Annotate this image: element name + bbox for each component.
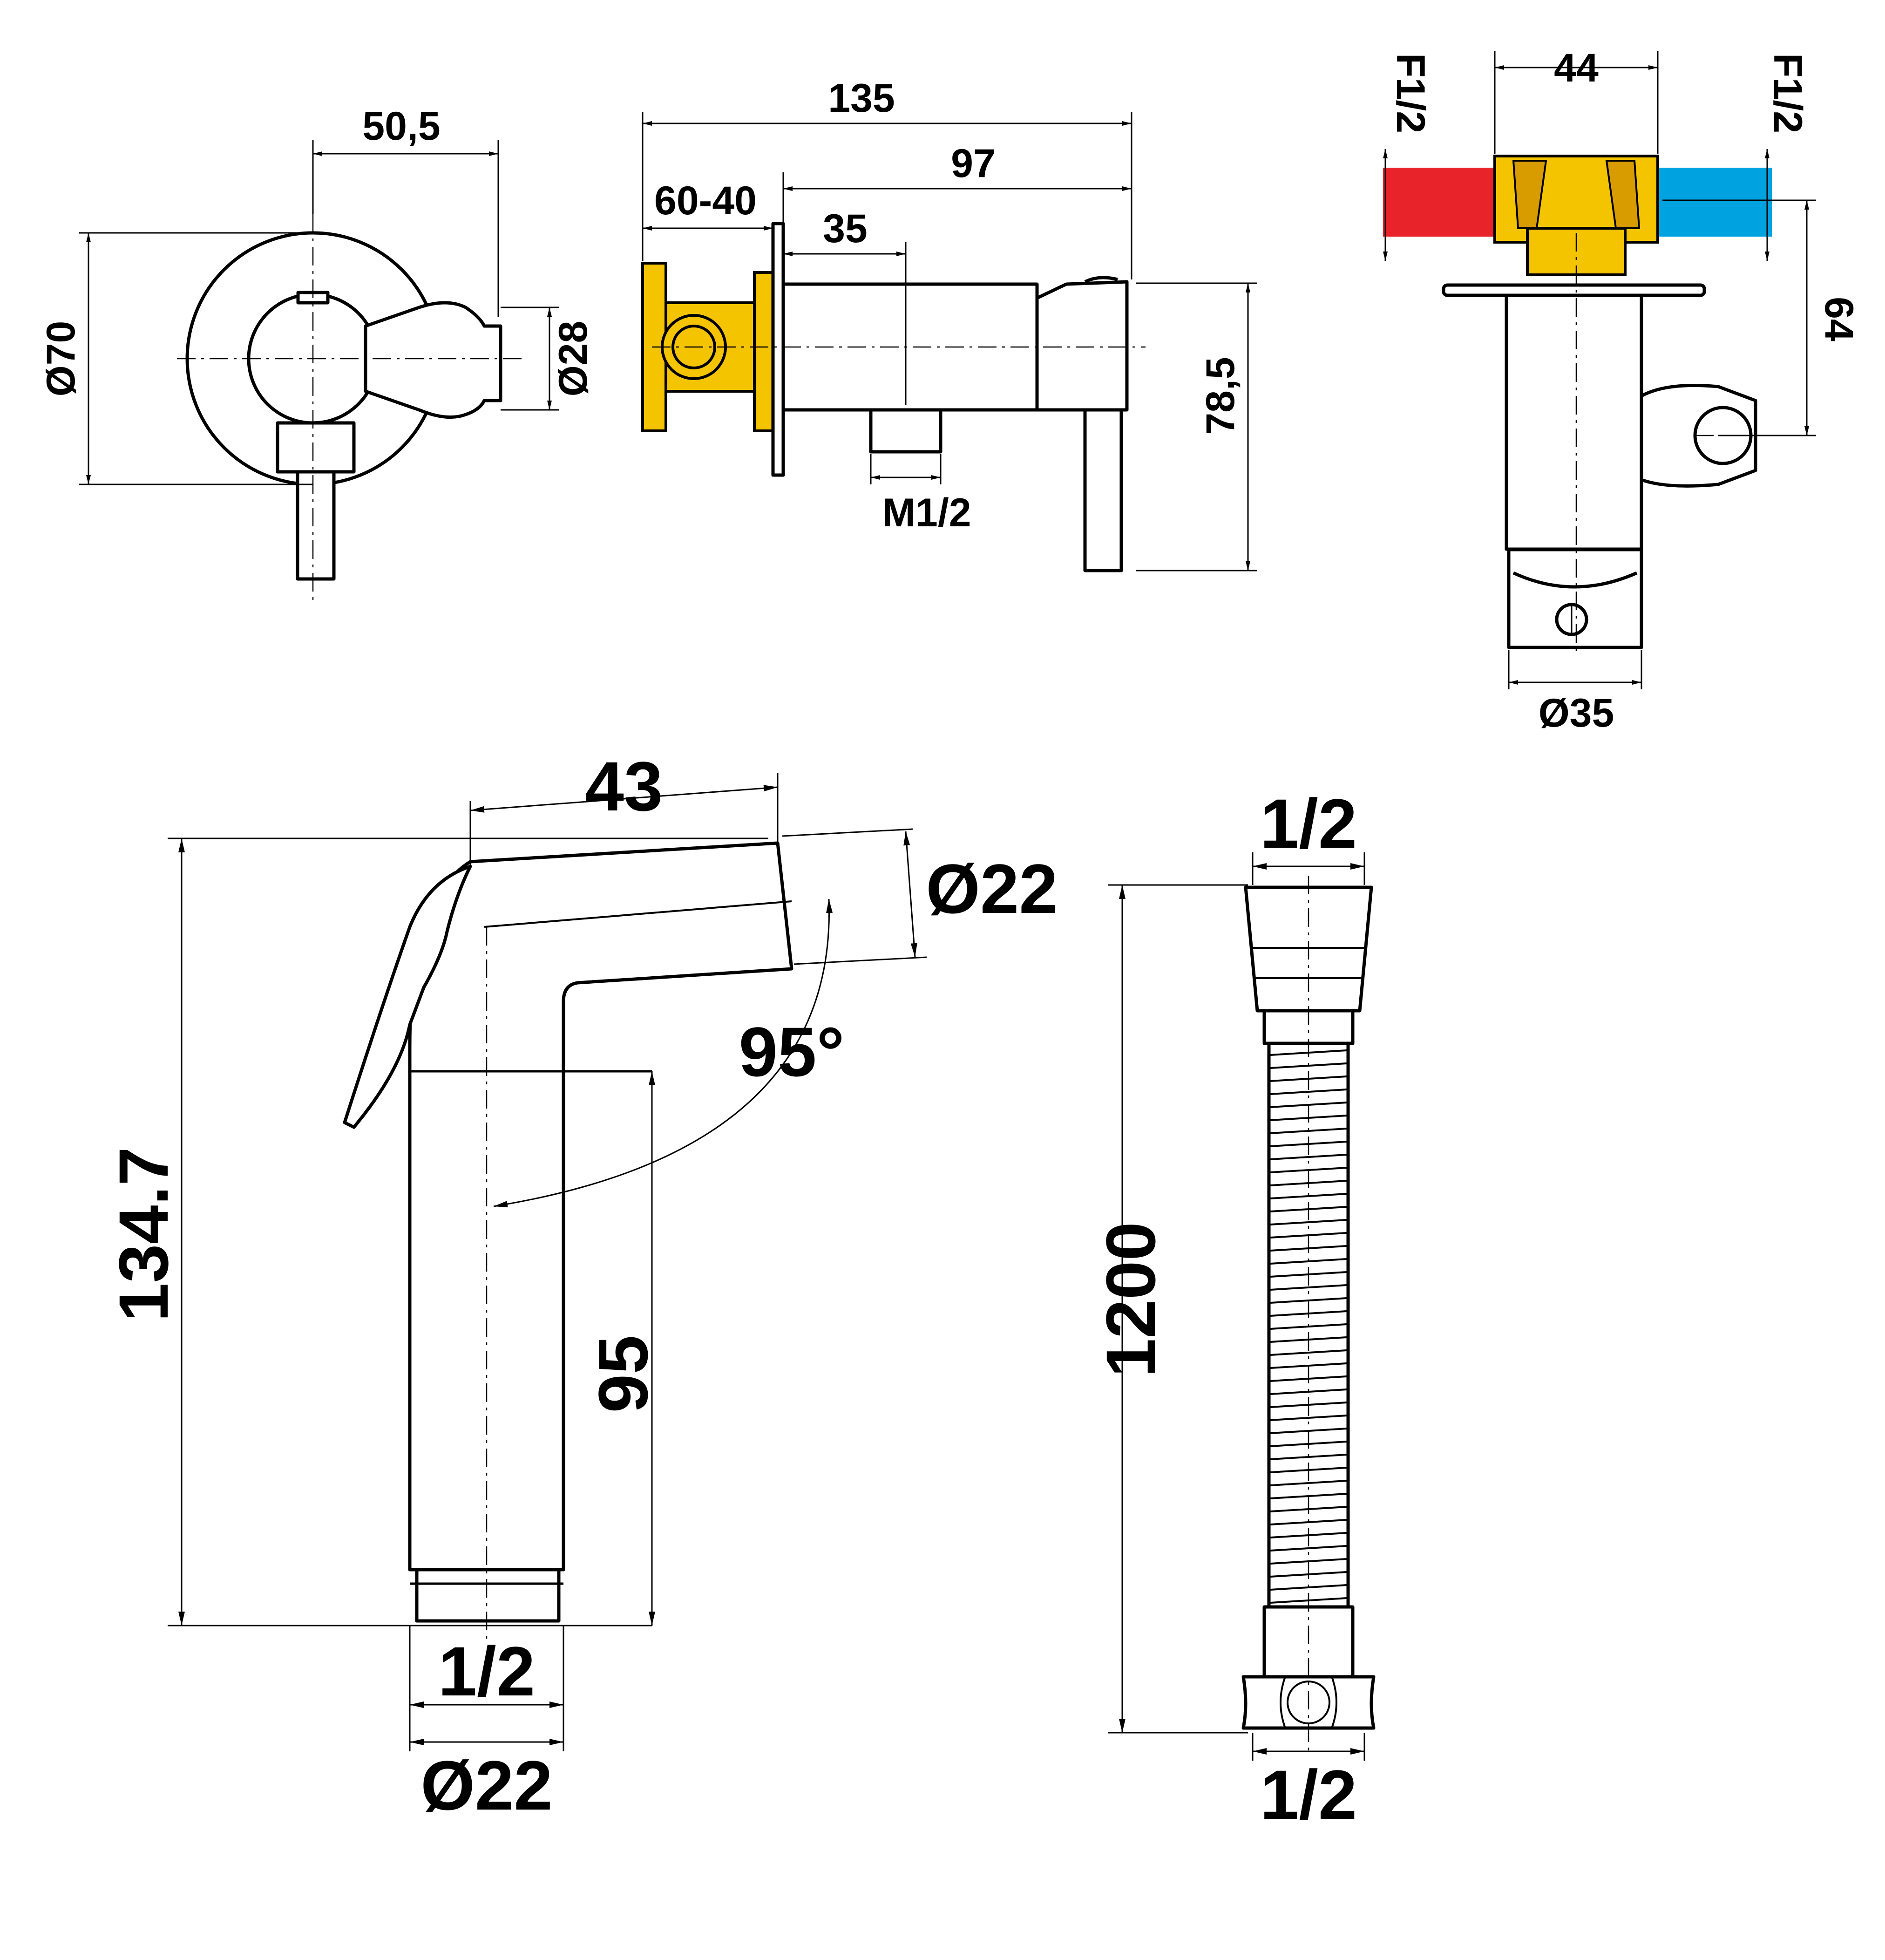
inlet-base [1507,548,1643,649]
hose-coil [1270,1154,1347,1160]
hot-inlet-pipe [1383,168,1495,237]
wall-depth-label: 60-40 [654,178,757,223]
height-label: 78,5 [1198,357,1243,435]
total-height-label: 134.7 [104,1147,183,1321]
flange-diameter-label: Ø70 [39,321,83,397]
hose-coil [1270,1415,1347,1421]
hose-coil [1270,1545,1347,1552]
cold-inlet-thread-label: F1/2 [1765,53,1810,133]
side-view: 135 97 60-40 35 M1/2 78,5 [641,76,1257,572]
front-width-label: 50,5 [362,104,440,149]
hose-length-label: 1200 [1092,1222,1170,1377]
head-length-label: 43 [585,747,663,825]
cold-inlet-pipe [1658,168,1772,237]
hose-top-ferrule [1262,1009,1355,1045]
hand-shower-holder [364,301,502,419]
inlet-height-label: 64 [1817,297,1861,341]
body-length-label: 97 [951,141,996,186]
hand-shower-body [408,841,793,1572]
shower-thread [415,1568,561,1623]
inlet-view: 44 F1/2 F1/2 64 Ø35 [1383,46,1861,735]
hose-coil [1270,1089,1347,1095]
hose-coil [1270,1480,1347,1486]
inlet-body [1505,293,1643,551]
shower-thread-label: 1/2 [438,1632,536,1710]
angle-label: 95° [739,1013,845,1091]
hose-bottom-thread-label: 1/2 [1260,1756,1357,1834]
lever-head [1035,280,1129,412]
head-diameter-label: Ø22 [926,850,1058,928]
outlet-offset-label: 35 [823,206,868,251]
hose-coil [1270,1219,1347,1225]
grip-height-label: 95 [584,1335,662,1413]
lever-base [276,421,356,474]
front-view: 50,5 Ø70 Ø28 [39,104,596,606]
hose-coil [1270,1284,1347,1291]
hand-shower-trigger [343,864,472,1129]
inlet-width-label: 44 [1554,46,1599,90]
inlet-base-diameter-label: Ø35 [1539,691,1614,735]
shower-base-diameter-label: Ø22 [420,1746,553,1824]
hand-shower-view: 43 Ø22 95° 134.7 95 1/2 Ø22 [104,747,1058,1824]
hot-inlet-thread-label: F1/2 [1388,53,1433,133]
outlet-fitting [869,408,942,454]
knob-diameter-label: Ø28 [551,321,596,397]
total-length-label: 135 [828,76,895,121]
hose-coil [1270,1349,1347,1356]
hose-view: 1/2 1200 1/2 [1092,784,1376,1834]
outlet-thread-label: M1/2 [882,490,971,535]
hose-top-thread-label: 1/2 [1260,784,1357,863]
side-lever [1083,408,1123,572]
lever [296,470,336,581]
